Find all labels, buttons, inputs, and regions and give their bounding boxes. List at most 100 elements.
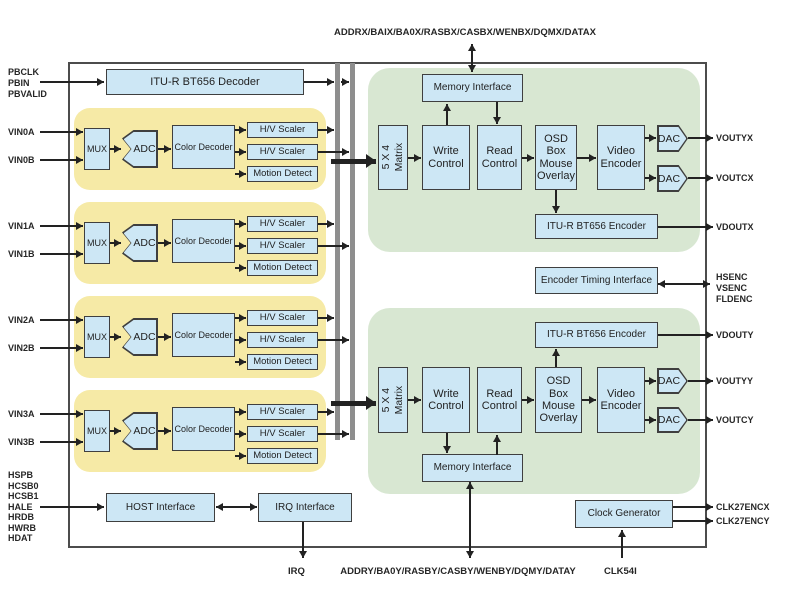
- channel-group-2: MUX ADC Color Decoder H/V Scaler H/V Sca…: [74, 296, 326, 378]
- connector-line: [621, 530, 623, 558]
- adc-block: ADC: [122, 412, 158, 450]
- pin-label-hdat: HDAT: [8, 533, 33, 543]
- connector-line: [235, 267, 246, 269]
- connector-line: [688, 137, 713, 139]
- connector-line: [110, 242, 121, 244]
- pin-label-voutyy: VOUTYY: [716, 376, 754, 386]
- irq-pin-label: IRQ: [288, 566, 305, 577]
- osd-overlay-y-block: OSD Box Mouse Overlay: [535, 367, 582, 433]
- motion-detect-block: Motion Detect: [247, 354, 318, 370]
- connector-line: [688, 419, 713, 421]
- connector-line: [673, 506, 713, 508]
- connector-line: [40, 253, 83, 255]
- adc-block: ADC: [122, 130, 158, 168]
- connector-line: [302, 522, 304, 558]
- pin-label-voutcx: VOUTCX: [716, 173, 754, 183]
- connector-line: [318, 245, 349, 247]
- connector-line: [471, 44, 473, 72]
- pin-label-hcsb0: HCSB0: [8, 481, 39, 491]
- pin-label-vin3b: VIN3B: [8, 437, 35, 447]
- bt656-encoder-x-block: ITU-R BT656 Encoder: [535, 214, 658, 239]
- connector-line: [158, 148, 171, 150]
- matrix-x-label: 5 X 4 Matrix: [379, 143, 405, 172]
- dac-voutyy-block: DAC: [657, 368, 688, 394]
- connector-line: [110, 336, 121, 338]
- connector-line: [673, 520, 713, 522]
- connector-line: [235, 361, 246, 363]
- connector-line: [582, 399, 596, 401]
- connector-line: [408, 157, 421, 159]
- read-control-x-block: Read Control: [477, 125, 522, 190]
- irq-interface-block: IRQ Interface: [258, 493, 352, 522]
- pin-label-vin2b: VIN2B: [8, 343, 35, 353]
- hv-scaler-1-block: H/V Scaler: [247, 404, 318, 420]
- color-decoder-block: Color Decoder: [172, 313, 235, 357]
- matrix-y-block: 5 X 4 Matrix: [378, 367, 408, 433]
- connector-line: [235, 339, 246, 341]
- mux-block: MUX: [84, 128, 110, 170]
- connector-line: [216, 506, 257, 508]
- pin-label-vdoutx: VDOUTX: [716, 222, 754, 232]
- connector-line: [158, 336, 171, 338]
- write-control-y-block: Write Control: [422, 367, 470, 433]
- connector-line: [158, 242, 171, 244]
- hv-scaler-1-block: H/V Scaler: [247, 310, 318, 326]
- pin-label-pbin: PBIN: [8, 78, 30, 88]
- connector-line: [645, 419, 656, 421]
- mux-block: MUX: [84, 316, 110, 358]
- connector-line: [318, 223, 334, 225]
- pin-label-vin0a: VIN0A: [8, 127, 35, 137]
- pin-label-vdouty: VDOUTY: [716, 330, 754, 340]
- memory-interface-x-block: Memory Interface: [422, 74, 523, 102]
- video-encoder-y-block: Video Encoder: [597, 367, 645, 433]
- bt656-encoder-y-block: ITU-R BT656 Encoder: [535, 322, 658, 348]
- pin-label-voutyx: VOUTYX: [716, 133, 754, 143]
- connector-line: [40, 319, 83, 321]
- connector-line: [318, 433, 349, 435]
- mux-block: MUX: [84, 222, 110, 264]
- color-decoder-block: Color Decoder: [172, 125, 235, 169]
- pin-label-vin3a: VIN3A: [8, 409, 35, 419]
- connector-line: [235, 455, 246, 457]
- hv-scaler-1-block: H/V Scaler: [247, 122, 318, 138]
- encoder-timing-interface-block: Encoder Timing Interface: [535, 267, 658, 294]
- channel-group-0: MUX ADC Color Decoder H/V Scaler H/V Sca…: [74, 108, 326, 190]
- clock-generator-block: Clock Generator: [575, 500, 673, 528]
- dac-voutcx-block: DAC: [657, 165, 688, 192]
- adc-block: ADC: [122, 318, 158, 356]
- connector-line: [110, 430, 121, 432]
- connector-line: [40, 159, 83, 161]
- write-control-x-block: Write Control: [422, 125, 470, 190]
- video-encoder-x-block: Video Encoder: [597, 125, 645, 190]
- read-control-y-block: Read Control: [477, 367, 522, 433]
- connector-line: [331, 158, 376, 164]
- pin-label-vin1b: VIN1B: [8, 249, 35, 259]
- pin-label-voutcy: VOUTCY: [716, 415, 754, 425]
- connector-line: [318, 317, 334, 319]
- connector-line: [688, 177, 713, 179]
- hv-scaler-2-block: H/V Scaler: [247, 144, 318, 160]
- pin-label-hwrb: HWRB: [8, 523, 36, 533]
- connector-line: [40, 413, 83, 415]
- connector-line: [40, 131, 83, 133]
- pin-label-hcsb1: HCSB1: [8, 491, 39, 501]
- pin-label-pbvalid: PBVALID: [8, 89, 47, 99]
- connector-line: [235, 129, 246, 131]
- color-decoder-block: Color Decoder: [172, 407, 235, 451]
- connector-line: [40, 506, 104, 508]
- clk54i-pin-label: CLK54I: [604, 566, 637, 577]
- connector-line: [110, 148, 121, 150]
- top-memory-bus-label: ADDRX/BAIX/BA0X/RASBX/CASBX/WENBX/DQMX/D…: [334, 27, 596, 38]
- memory-interface-y-block: Memory Interface: [422, 454, 523, 482]
- memory-bus-bar-2: [350, 63, 355, 440]
- osd-overlay-x-block: OSD Box Mouse Overlay: [535, 125, 577, 190]
- connector-line: [522, 157, 534, 159]
- connector-line: [40, 347, 83, 349]
- pin-label-fldenc: FLDENC: [716, 294, 753, 304]
- matrix-y-label: 5 X 4 Matrix: [379, 385, 405, 415]
- connector-line: [40, 441, 83, 443]
- connector-line: [235, 245, 246, 247]
- connector-line: [446, 433, 448, 453]
- mux-block: MUX: [84, 410, 110, 452]
